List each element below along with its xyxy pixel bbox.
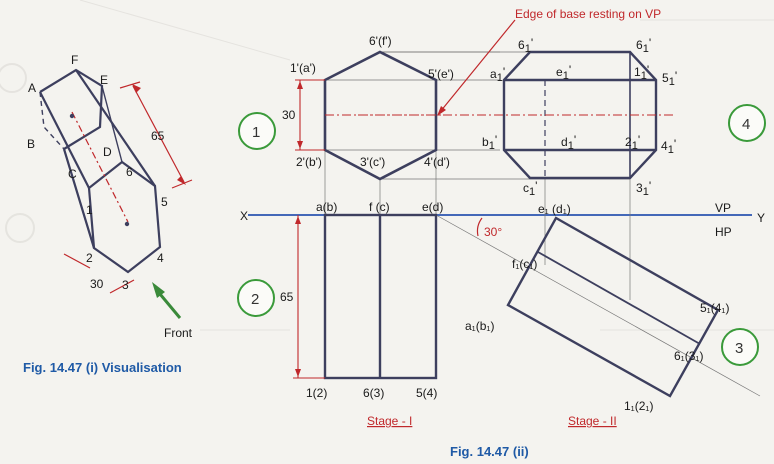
xy-label-x: X [240, 209, 248, 223]
stage1-label-3c: 3'(c') [360, 155, 385, 169]
label-vp: VP [715, 201, 731, 215]
stage1-label-12: 1(2) [306, 386, 327, 400]
circle-2-label: 2 [251, 291, 259, 308]
iso-dim-65: 65 [151, 129, 165, 143]
iso-label-4: 4 [157, 251, 164, 265]
circle-4-label: 4 [742, 116, 750, 133]
iso-label-F: F [71, 53, 78, 67]
circle-1-label: 1 [252, 124, 260, 141]
front-label: Front [164, 326, 193, 340]
svg-text:11': 11' [634, 63, 649, 82]
stage1-label-2b: 2'(b') [296, 155, 322, 169]
svg-text:31': 31' [636, 179, 651, 198]
background-ghost [0, 0, 774, 331]
xy-label-y: Y [757, 211, 765, 225]
svg-text:e1': e1' [556, 63, 571, 82]
iso-label-A: A [28, 81, 36, 95]
svg-text:61': 61' [636, 36, 651, 55]
stage1-label-fc: f (c) [369, 200, 390, 214]
angle-arc [476, 217, 483, 237]
iso-dim-30: 30 [90, 277, 104, 291]
circle-3 [721, 328, 759, 366]
circle-4 [728, 104, 766, 142]
stage3-label-5-4: 5₁(4₁) [700, 301, 729, 315]
stage1-label-ab: a(b) [316, 200, 337, 214]
front-arrow [152, 282, 182, 319]
iso-label-5: 5 [161, 195, 168, 209]
iso-label-C: C [68, 167, 77, 181]
iso-label-6: 6 [126, 165, 133, 179]
svg-text:a1': a1' [490, 65, 505, 84]
dim-arrow [177, 176, 186, 185]
svg-text:41': 41' [661, 137, 676, 156]
svg-text:61': 61' [518, 36, 533, 55]
iso-label-B: B [27, 137, 35, 151]
stage1-label-4d: 4'(d') [424, 155, 450, 169]
circle-3-label: 3 [735, 340, 743, 357]
stage3-label-e1d1: e₁ (d₁) [538, 202, 571, 216]
projector-lines [324, 51, 761, 397]
stage1-dim-65 [293, 215, 325, 379]
stage2-front-view [502, 50, 658, 180]
stage1-label-54: 5(4) [416, 386, 437, 400]
stage1-dim-30-text: 30 [282, 108, 296, 122]
stage1-label-1a: 1'(a') [290, 61, 316, 75]
label-hp: HP [715, 225, 732, 239]
stage2-labels: 61' 61' a1' e1' 11' 51' b1' d1' 21' 41' … [482, 36, 677, 198]
iso-label-3: 3 [122, 278, 129, 292]
stage1-label-6f: 6'(f') [369, 34, 392, 48]
stage1-label-63: 6(3) [363, 386, 384, 400]
iso-hidden-edges [39, 91, 65, 150]
stage1-top-view [323, 213, 438, 380]
iso-dimensions [63, 81, 193, 294]
stage1-label-ed: e(d) [422, 200, 443, 214]
visualisation-prism [39, 68, 162, 274]
stage3-top-view [506, 216, 720, 398]
stage3-label-1-2: 1₁(2₁) [624, 399, 653, 413]
caption-main: Fig. 14.47 (ii) [450, 444, 529, 459]
angle-label: 30° [484, 225, 502, 239]
stage3-label-6-3: 6₁(3₁) [674, 349, 703, 363]
stage3-label-f1c1: f₁(c₁) [512, 257, 537, 271]
stage1-dim-30 [295, 79, 325, 151]
stage1-dim-65-text: 65 [280, 290, 294, 304]
iso-label-1: 1 [86, 203, 93, 217]
stage3-label-a1b1: a₁(b₁) [465, 319, 494, 333]
svg-text:b1': b1' [482, 133, 497, 152]
circle-1 [238, 112, 276, 150]
edge-annotation-arrow [437, 19, 516, 116]
iso-label-D: D [103, 145, 112, 159]
stage-number-circles [237, 104, 766, 366]
svg-text:c1': c1' [523, 179, 537, 198]
svg-text:51': 51' [662, 69, 677, 88]
dim-arrow [132, 84, 141, 93]
edge-annotation-text: Edge of base resting on VP [515, 7, 661, 21]
iso-label-E: E [100, 73, 108, 87]
caption-visualisation: Fig. 14.47 (i) Visualisation [23, 360, 182, 375]
stage2-title: Stage - II [568, 414, 617, 428]
stage1-label-5e: 5'(e') [428, 67, 454, 81]
stage1-title: Stage - I [367, 414, 412, 428]
svg-text:d1': d1' [561, 133, 576, 152]
svg-text:21': 21' [625, 133, 640, 152]
circle-2 [237, 279, 275, 317]
iso-label-2: 2 [86, 251, 93, 265]
